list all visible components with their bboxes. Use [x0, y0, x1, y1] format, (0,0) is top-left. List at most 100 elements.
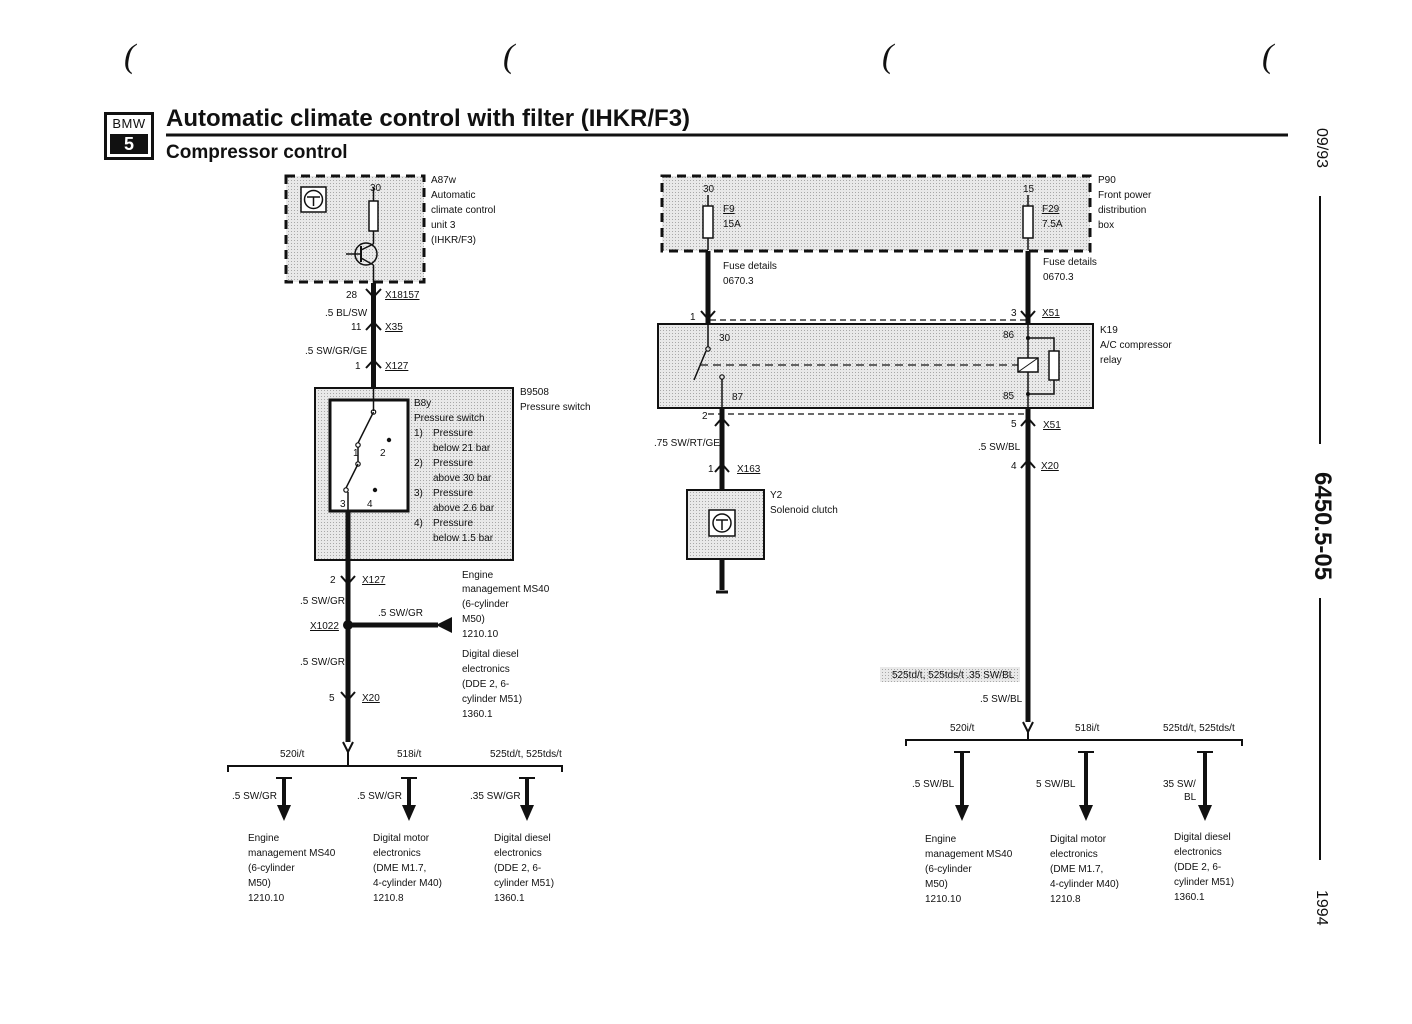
fuse-details-ref: 0670.3	[1043, 272, 1074, 283]
pin-label: 4	[1011, 461, 1017, 472]
note-text: Pressure	[433, 428, 473, 439]
diagram-text: (6-cylinder	[925, 864, 972, 875]
pin-label: 30	[703, 184, 715, 195]
diagram-text: Engine	[248, 833, 280, 844]
diagram-text: Digital motor	[373, 833, 430, 844]
wire-label: .5 SW/BL	[980, 694, 1023, 705]
fuse-label: F9	[723, 204, 735, 215]
ref-line: management MS40	[462, 584, 550, 595]
a87w-id: A87w	[431, 175, 457, 186]
wire-label: .35 SW/GR	[470, 791, 521, 802]
wire-end	[342, 741, 354, 755]
terminal-label: 30	[719, 333, 731, 344]
wire-label: .5 SW/GR	[300, 596, 345, 607]
diagram-text: (6-cylinder	[248, 863, 295, 874]
side-rule	[1319, 196, 1321, 444]
diagram-text: Engine	[925, 834, 957, 845]
left-destination-1: Engine management MS40 (6-cylinder M50) …	[248, 833, 336, 904]
right-destination-1: Engine management MS40 (6-cylinder M50) …	[925, 834, 1013, 905]
connector-label: X163	[737, 464, 761, 475]
connector-label: X20	[362, 693, 380, 704]
wire-label: .5 SW/GR	[232, 791, 277, 802]
fuse-rating: 15A	[723, 219, 741, 230]
page-title: Automatic climate control with filter (I…	[166, 105, 691, 132]
pin-label: 1	[355, 361, 361, 372]
fuse-label: F29	[1042, 204, 1060, 215]
diagram-text: Digital motor	[1050, 834, 1107, 845]
diagram-text: cylinder M51)	[494, 878, 554, 889]
diagram-text: 1360.1	[1174, 892, 1205, 903]
wire-label: .5 SW/GR	[300, 657, 345, 668]
b8y-id: B8y	[414, 398, 431, 409]
side-rule	[1319, 598, 1321, 860]
pin-label: 15	[1023, 184, 1035, 195]
a87w-line: Automatic	[431, 190, 475, 201]
diagram-text: 1210.8	[373, 893, 404, 904]
p90-line: distribution	[1098, 205, 1146, 216]
pin-label: 30	[370, 183, 382, 194]
diagram-text: (DDE 2, 6-	[494, 863, 541, 874]
k19-id: K19	[1100, 325, 1118, 336]
a87w-line: (IHKR/F3)	[431, 235, 476, 246]
terminal-label: 87	[732, 392, 744, 403]
connector-label: X20	[1041, 461, 1059, 472]
b9508-name: Pressure switch	[520, 402, 591, 413]
fuse-details: Fuse details	[1043, 257, 1097, 268]
binding-mark: (	[882, 38, 894, 75]
page-subtitle: Compressor control	[166, 142, 348, 163]
diagram-text: M50)	[248, 878, 271, 889]
left-destination-2: Digital motor electronics (DME M1.7, 4-c…	[373, 833, 442, 904]
ref-line: M50)	[462, 614, 485, 625]
b9508-id: B9508	[520, 387, 549, 398]
variant-note-bg	[880, 667, 1020, 682]
ref-line: (6-cylinder	[462, 599, 509, 610]
wire-label: .5 SW/GR	[357, 791, 402, 802]
a87w-line: unit 3	[431, 220, 456, 231]
fuse-details-ref: 0670.3	[723, 276, 754, 287]
a87w-line: climate control	[431, 205, 495, 216]
right-branch-arrows: .5 SW/BL 5 SW/BL 35 SW/ BL	[912, 751, 1213, 821]
right-destination-3: Digital diesel electronics (DDE 2, 6- cy…	[1174, 832, 1234, 903]
fuse-details: Fuse details	[723, 261, 777, 272]
wire-label: .5 SW/BL	[978, 442, 1021, 453]
diagram-text: management MS40	[248, 848, 336, 859]
wire-label: .5 BL/SW	[325, 308, 368, 319]
ref-line: electronics	[462, 664, 510, 675]
variant-label: 520i/t	[950, 723, 975, 734]
wire-label: BL	[1184, 792, 1197, 803]
wire-label: .5 SW/GR/GE	[305, 346, 368, 357]
ref-line: 1210.10	[462, 629, 499, 640]
k19-ac-compressor-relay: 30 86 87 85	[657, 323, 1094, 409]
binding-mark: (	[1262, 38, 1274, 75]
variant-label: 525td/t, 525tds/t	[490, 749, 562, 760]
diagram-text: 1210.8	[1050, 894, 1081, 905]
contact-label: 1	[353, 448, 359, 459]
wire-label: 35 SW/	[1163, 779, 1196, 790]
right-destination-2: Digital motor electronics (DME M1.7, 4-c…	[1050, 834, 1119, 905]
wire-label: .5 SW/BL	[912, 779, 955, 790]
logo-series: 5	[110, 134, 148, 154]
p90-line: Front power	[1098, 190, 1152, 201]
connector-label: X51	[1043, 420, 1061, 431]
note-text: below 21 bar	[433, 443, 491, 454]
connector-label: X35	[385, 322, 403, 333]
terminal-label: 86	[1003, 330, 1015, 341]
a87w-control-unit: 30	[284, 174, 426, 284]
connector-label: X18157	[385, 290, 420, 301]
connector-label: X51	[1042, 308, 1060, 319]
diagram-text: cylinder M51)	[1174, 877, 1234, 888]
ref-line: Engine	[462, 570, 494, 581]
k19-line: A/C compressor	[1100, 340, 1172, 351]
y2-solenoid-clutch	[686, 489, 765, 594]
p90-id: P90	[1098, 175, 1116, 186]
note-text: above 2.6 bar	[433, 503, 495, 514]
splice-label: X1022	[310, 621, 339, 632]
wire-label: .75 SW/RT/GE	[654, 438, 720, 449]
contact-label: 4	[367, 499, 373, 510]
variant-label: 520i/t	[280, 749, 305, 760]
b8y-name: Pressure switch	[414, 413, 485, 424]
diagram-text: 1210.10	[925, 894, 962, 905]
diagram-text: (DME M1.7,	[373, 863, 426, 874]
ref-line: (DDE 2, 6-	[462, 679, 509, 690]
